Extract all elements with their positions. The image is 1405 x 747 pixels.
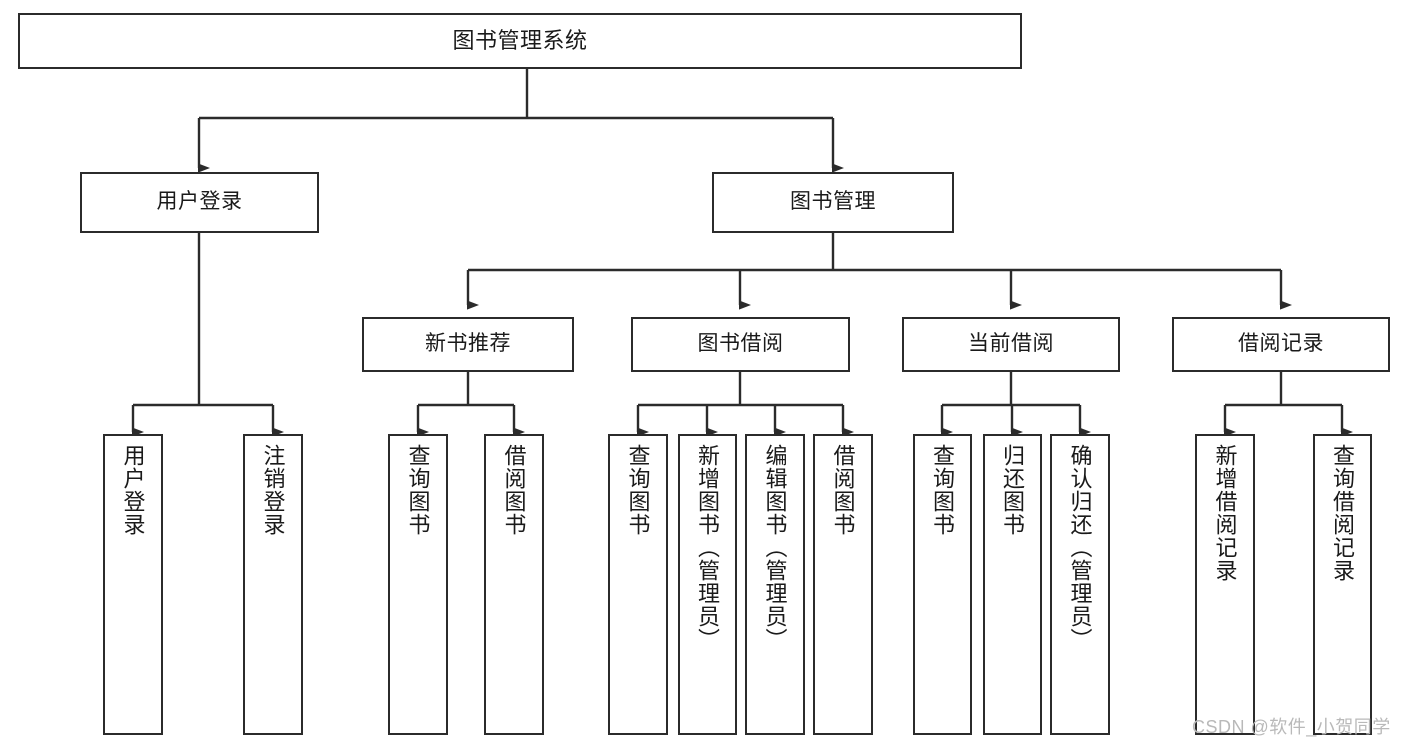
node-label: 查询图书 [930, 444, 956, 536]
node-label: 借阅图书 [830, 444, 856, 536]
node-book-borrow[interactable]: 图书借阅 [631, 317, 850, 372]
node-label: 当前借阅 [968, 332, 1054, 356]
node-current-borrow[interactable]: 当前借阅 [902, 317, 1120, 372]
leaf-borrow-record-add[interactable]: 新增借阅记录 [1195, 434, 1255, 735]
node-label: 借阅记录 [1238, 332, 1324, 356]
leaf-user-login-sign-in[interactable]: 用户登录 [103, 434, 163, 735]
node-book-management[interactable]: 图书管理 [712, 172, 954, 233]
node-label: 查询借阅记录 [1330, 444, 1356, 582]
node-user-login[interactable]: 用户登录 [80, 172, 319, 233]
leaf-book-borrow-add[interactable]: 新增图书（管理员） [678, 434, 737, 735]
node-label: 注销登录 [260, 444, 286, 536]
node-label: 编辑图书（管理员） [762, 444, 788, 651]
node-label: 图书管理系统 [452, 28, 588, 54]
node-label: 查询图书 [405, 444, 431, 536]
node-label: 用户登录 [156, 190, 243, 214]
node-label: 新增图书（管理员） [695, 444, 721, 651]
csdn-watermark: CSDN @软件_小贺同学 [1192, 717, 1391, 737]
node-label: 归还图书 [1000, 444, 1026, 536]
node-label: 新增借阅记录 [1212, 444, 1238, 582]
node-label: 借阅图书 [501, 444, 527, 536]
node-label: 用户登录 [120, 444, 146, 536]
node-label: 图书借阅 [697, 332, 784, 356]
node-borrow-record[interactable]: 借阅记录 [1172, 317, 1390, 372]
leaf-book-borrow-edit[interactable]: 编辑图书（管理员） [745, 434, 805, 735]
leaf-new-book-query[interactable]: 查询图书 [388, 434, 448, 735]
node-label: 查询图书 [625, 444, 651, 536]
leaf-user-login-sign-out[interactable]: 注销登录 [243, 434, 303, 735]
node-label: 新书推荐 [425, 332, 511, 356]
leaf-current-borrow-return[interactable]: 归还图书 [983, 434, 1042, 735]
leaf-book-borrow-query[interactable]: 查询图书 [608, 434, 668, 735]
leaf-borrow-record-query[interactable]: 查询借阅记录 [1313, 434, 1372, 735]
node-root-book-management-system[interactable]: 图书管理系统 [18, 13, 1022, 69]
leaf-current-borrow-query[interactable]: 查询图书 [913, 434, 972, 735]
leaf-current-borrow-confirm-return[interactable]: 确认归还（管理员） [1050, 434, 1110, 735]
leaf-new-book-borrow[interactable]: 借阅图书 [484, 434, 544, 735]
node-label: 图书管理 [790, 190, 876, 214]
leaf-book-borrow-lend[interactable]: 借阅图书 [813, 434, 873, 735]
node-label: 确认归还（管理员） [1067, 444, 1093, 651]
node-new-book-recommend[interactable]: 新书推荐 [362, 317, 574, 372]
